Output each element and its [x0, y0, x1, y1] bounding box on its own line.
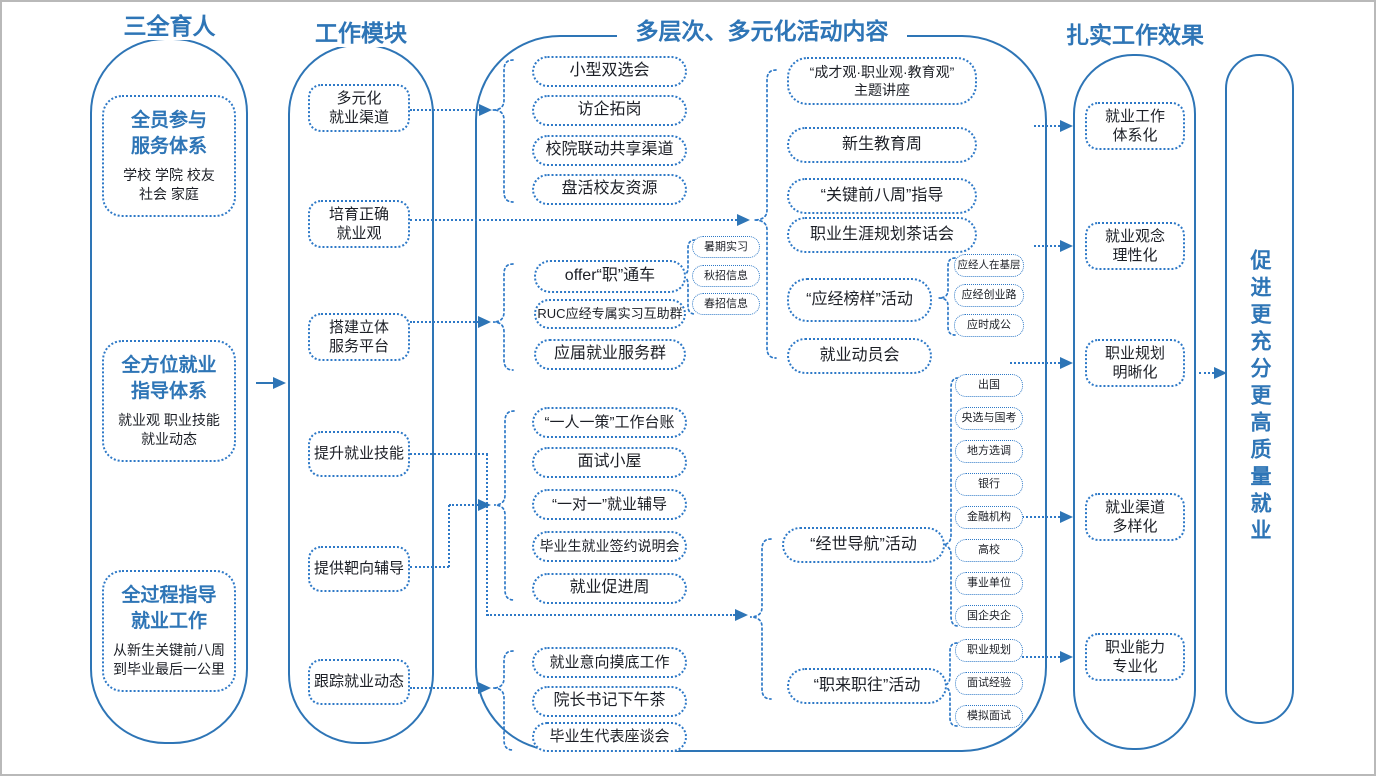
- arrow-right: [478, 682, 497, 694]
- arrow-right: [1060, 651, 1079, 663]
- arrow-right: [737, 214, 756, 226]
- platform-item: 应届就业服务群: [534, 339, 686, 370]
- pillar-effects: [1073, 54, 1196, 750]
- arrow-right: [478, 499, 497, 511]
- connector-line: [410, 321, 478, 323]
- sanquan-box-sub: 学校 学院 校友 社会 家庭: [123, 166, 215, 202]
- arrow-right: [479, 104, 498, 116]
- module-box: 提供靶向辅导: [308, 546, 410, 592]
- skill-item: “一人一策”工作台账: [532, 407, 687, 438]
- mindset-item: “应经榜样”活动: [787, 278, 932, 322]
- connector-line: [1199, 372, 1214, 374]
- connector-line: [448, 505, 450, 567]
- sector-chip: 事业单位: [955, 572, 1023, 595]
- skill-item: 面试小屋: [532, 447, 687, 478]
- sanquan-box: 全过程指导 就业工作 从新生关键前八周 到毕业最后一公里: [102, 570, 236, 692]
- connector-line: [410, 453, 488, 455]
- column-title-effects: 扎实工作效果: [1050, 21, 1220, 49]
- channel-item: 访企拓岗: [532, 95, 687, 126]
- arrow-right: [1060, 357, 1079, 369]
- pillar-modules: [288, 44, 434, 744]
- arrow-right: [273, 377, 292, 389]
- sector-chip: 金融机构: [955, 506, 1023, 529]
- rolemodel-chip: 应经创业路: [954, 284, 1024, 307]
- sector-chip: 央选与国考: [955, 407, 1023, 430]
- skill-item: 毕业生就业签约说明会: [532, 531, 687, 562]
- column-title-activities: 多层次、多元化活动内容: [617, 17, 907, 45]
- module-box: 跟踪就业动态: [308, 659, 410, 705]
- mindset-item: 新生教育周: [787, 127, 977, 163]
- rolemodel-chip: 应时成公: [954, 314, 1024, 337]
- sector-chip: 出国: [955, 374, 1023, 397]
- rolemodel-chip: 应经人在基层: [954, 254, 1024, 277]
- effect-box: 就业观念 理性化: [1085, 222, 1185, 270]
- skill-item: 就业促进周: [532, 573, 687, 604]
- arrow-right: [1060, 120, 1079, 132]
- arrow-right: [478, 316, 497, 328]
- sector-chip: 高校: [955, 539, 1023, 562]
- arrow-right: [1060, 240, 1079, 252]
- tracking-item: 院长书记下午茶: [532, 686, 687, 717]
- mindset-item: 职业生涯规划茶话会: [787, 217, 977, 253]
- platform-item: RUC应经专属实习互助群: [534, 299, 686, 329]
- effect-box: 职业能力 专业化: [1085, 633, 1185, 681]
- module-box: 多元化 就业渠道: [308, 84, 410, 132]
- effect-box: 就业工作 体系化: [1085, 102, 1185, 150]
- goal-text: 促进更充分更高质量就业: [1248, 248, 1271, 546]
- sanquan-box-title: 全方位就业 指导体系: [121, 355, 217, 403]
- connector-line: [486, 454, 488, 616]
- tracking-item: 毕业生代表座谈会: [532, 722, 687, 752]
- channel-item: 小型双选会: [532, 56, 687, 87]
- sanquan-box: 全方位就业 指导体系 就业观 职业技能 就业动态: [102, 340, 236, 462]
- pillar-goal: [1225, 54, 1294, 724]
- module-box: 搭建立体 服务平台: [308, 313, 410, 361]
- connector-line: [1010, 656, 1060, 658]
- sector-chip: 国企央企: [955, 605, 1023, 628]
- column-title-sanquan: 三全育人: [97, 12, 242, 40]
- arrow-right: [1214, 367, 1233, 379]
- effect-box: 就业渠道 多样化: [1085, 493, 1185, 541]
- platform-item: offer“职”通车: [534, 260, 686, 293]
- sanquan-box: 全员参与 服务体系 学校 学院 校友 社会 家庭: [102, 95, 236, 217]
- connector-line: [1010, 516, 1060, 518]
- channel-item: 盘活校友资源: [532, 174, 687, 205]
- recruit-chip: 暑期实习: [692, 236, 760, 258]
- connector-line: [1034, 245, 1060, 247]
- topic-chip: 面试经验: [955, 672, 1023, 695]
- mindset-item: “成才观·职业观·教育观” 主题讲座: [787, 57, 977, 105]
- effect-box: 职业规划 明晰化: [1085, 339, 1185, 387]
- recruit-chip: 春招信息: [692, 293, 760, 315]
- skill-item: “一对一”就业辅导: [532, 489, 687, 520]
- topic-chip: 模拟面试: [955, 705, 1023, 728]
- sanquan-box-sub: 从新生关键前八周 到毕业最后一公里: [113, 641, 225, 677]
- arrow-right: [1060, 511, 1079, 523]
- connector-line: [256, 382, 274, 384]
- topic-chip: 职业规划: [955, 639, 1023, 662]
- zhilai-activity-box: “职来职往”活动: [787, 668, 947, 704]
- nav-activity-box: “经世导航”活动: [782, 527, 945, 563]
- sanquan-box-title: 全过程指导 就业工作: [121, 585, 217, 633]
- connector-line: [410, 687, 478, 689]
- mindset-item: 就业动员会: [787, 338, 932, 374]
- arrow-right: [735, 609, 754, 621]
- sector-chip: 地方选调: [955, 440, 1023, 463]
- connector-line: [410, 219, 737, 221]
- connector-line: [410, 566, 449, 568]
- module-box: 提升就业技能: [308, 431, 410, 477]
- connector-line: [487, 614, 735, 616]
- tracking-item: 就业意向摸底工作: [532, 647, 687, 678]
- sanquan-box-title: 全员参与 服务体系: [130, 110, 207, 158]
- channel-item: 校院联动共享渠道: [532, 135, 687, 166]
- connector-line: [1010, 362, 1060, 364]
- recruit-chip: 秋招信息: [692, 265, 760, 287]
- column-title-modules: 工作模块: [291, 19, 431, 47]
- sanquan-box-sub: 就业观 职业技能 就业动态: [118, 411, 220, 447]
- connector-line: [410, 109, 479, 111]
- mindset-item: “关键前八周”指导: [787, 178, 977, 214]
- connector-line: [1034, 125, 1060, 127]
- sector-chip: 银行: [955, 473, 1023, 496]
- module-box: 培育正确 就业观: [308, 200, 410, 248]
- connector-line: [449, 504, 478, 506]
